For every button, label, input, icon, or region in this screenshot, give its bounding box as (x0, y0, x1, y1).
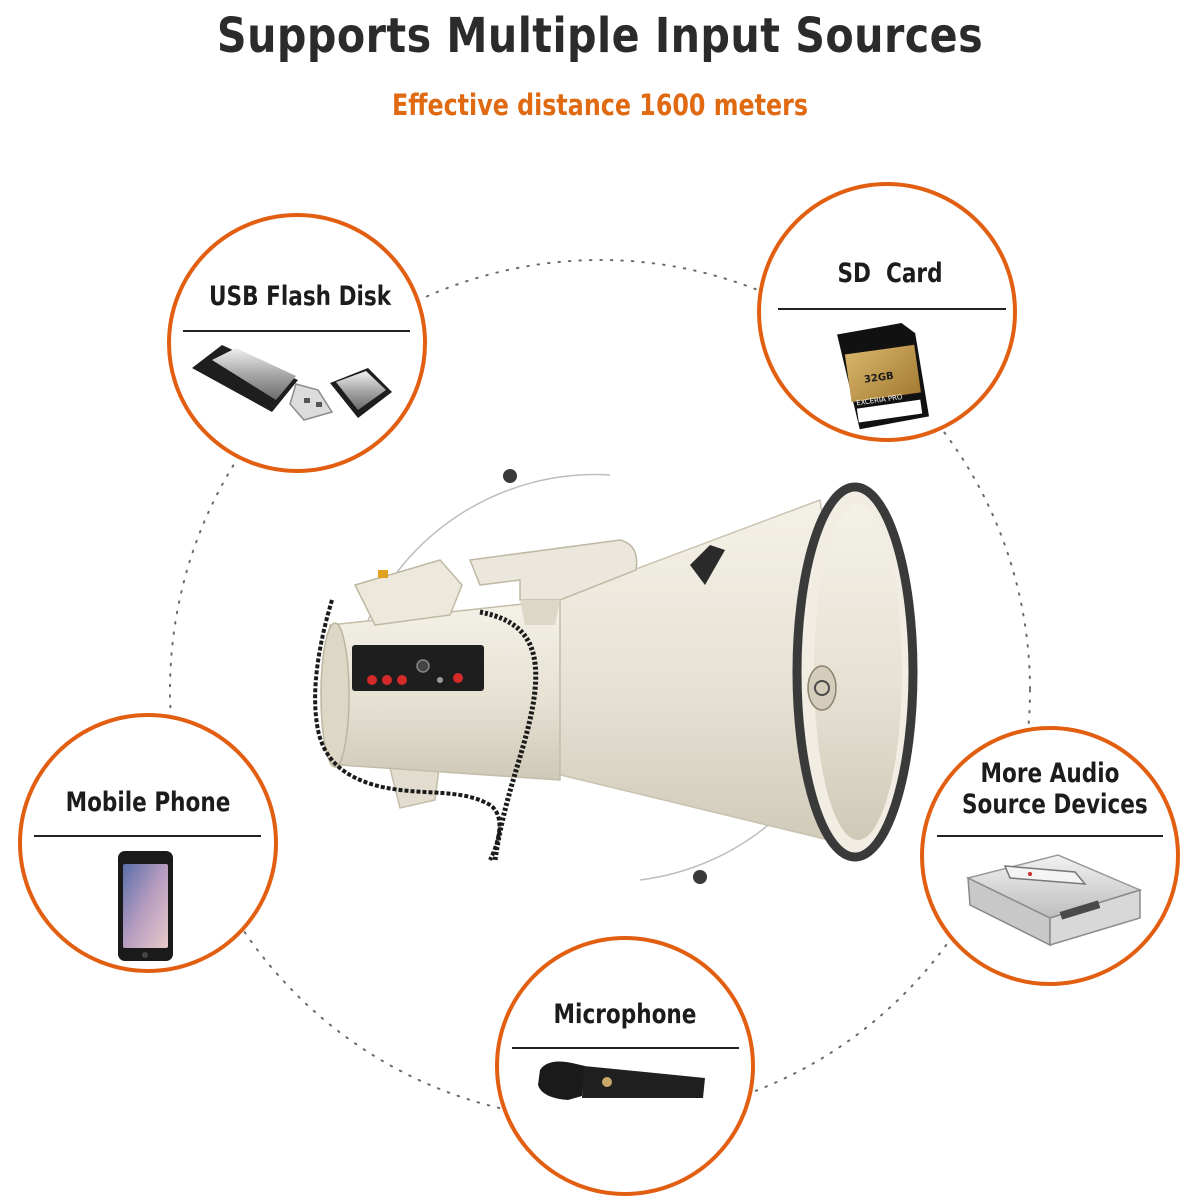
page-subtitle: Effective distance 1600 meters (391, 88, 809, 122)
orbit-dot (693, 870, 707, 884)
orbit-dot (503, 469, 517, 483)
mobile-phone-label: Mobile Phone (65, 787, 231, 818)
smartphone-icon (118, 851, 173, 961)
more-audio-source-devices-circle (920, 726, 1180, 986)
mobile-phone-circle (18, 713, 278, 973)
more-audio-label-line1: More Audio (980, 758, 1120, 789)
megaphone-icon (313, 482, 918, 862)
page-title: Supports Multiple Input Sources (216, 8, 984, 64)
usb-flash-drive-icon (192, 345, 392, 421)
handheld-microphone-icon (538, 1061, 705, 1100)
usb-flash-disk-circle (167, 213, 427, 473)
microphone-label: Microphone (553, 999, 697, 1030)
microphone-circle (495, 936, 755, 1196)
dotted-ring (169, 259, 1031, 1121)
sd-card-circle (757, 182, 1017, 442)
more-audio-label-line2: Source Devices (962, 789, 1148, 820)
dvd-player-remote-icon (965, 854, 1143, 947)
usb-flash-disk-label: USB Flash Disk (209, 281, 392, 312)
sd-card-label: SD Card (837, 258, 943, 289)
sd-card-icon (837, 323, 930, 430)
